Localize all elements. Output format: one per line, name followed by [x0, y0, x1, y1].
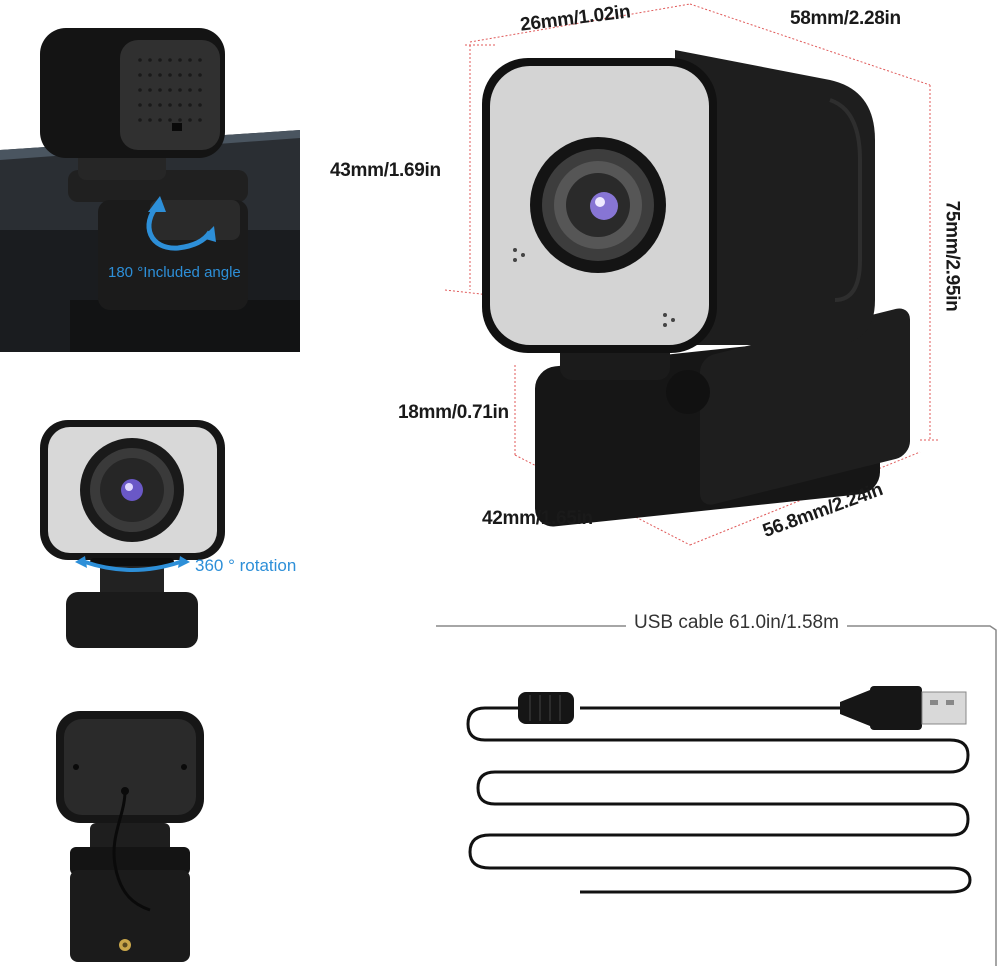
dimension-drawing: 26mm/1.02in 58mm/2.28in 43mm/1.69in 75mm…: [330, 0, 1000, 560]
rotation-photo: 360 ° rotation: [0, 410, 330, 650]
usb-cable-illustration: [436, 625, 997, 966]
base-depth-label: 42mm/1.65in: [482, 508, 593, 529]
webcam-dimension-illustration: [444, 3, 940, 546]
total-height-label: 75mm/2.95in: [941, 200, 963, 312]
usb-cable-section: USB cable 61.0in/1.58m: [430, 600, 1000, 966]
clip-height-label: 18mm/0.71in: [398, 402, 509, 423]
back-view-photo: [40, 705, 220, 965]
included-angle-caption: 180 °Included angle: [108, 264, 241, 281]
clip-angle-photo: 180 °Included angle: [0, 0, 300, 352]
top-width-label: 58mm/2.28in: [790, 8, 901, 29]
camera-height-label: 43mm/1.69in: [330, 160, 441, 181]
webcam-on-monitor-illustration: [0, 0, 300, 352]
webcam-front-illustration: [40, 420, 225, 648]
usb-cable-caption: USB cable 61.0in/1.58m: [626, 612, 847, 634]
webcam-back-illustration: [56, 711, 204, 962]
rotation-caption: 360 ° rotation: [195, 556, 297, 575]
